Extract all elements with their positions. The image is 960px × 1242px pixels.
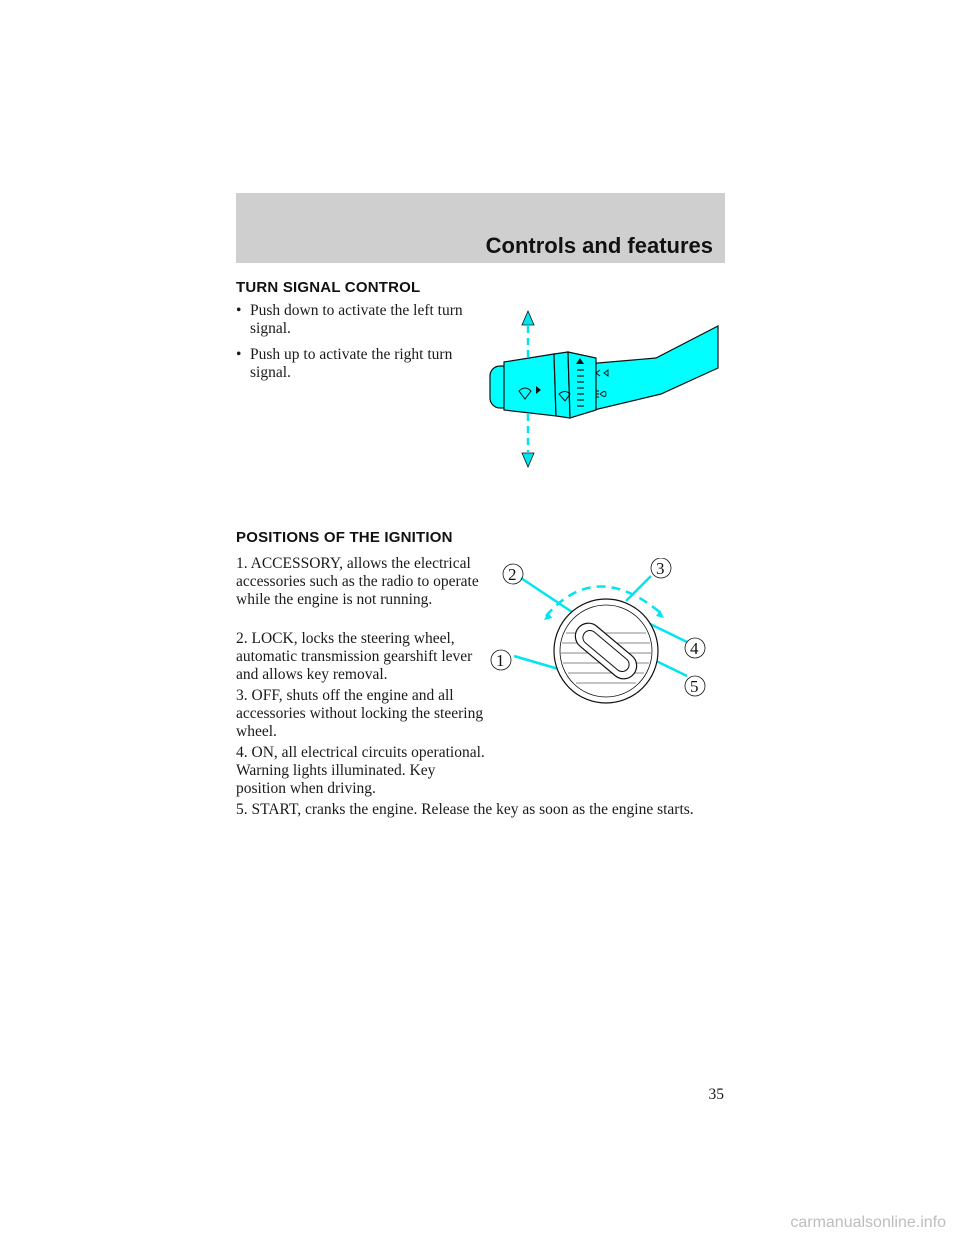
bullet-icon: •: [236, 346, 242, 363]
ignition-item-off: 3. OFF, shuts off the engine and all acc…: [236, 687, 484, 740]
header-band: Controls and features: [236, 193, 725, 263]
bullet-text: Push up to activate the right turn signa…: [250, 346, 453, 381]
turn-indicator-icon: [595, 369, 609, 377]
callout-4: 4: [690, 639, 699, 658]
turn-signal-list: • Push down to activate the left turn sig…: [236, 302, 486, 390]
callout-1: 1: [496, 651, 505, 670]
turn-signal-lever-figure: [489, 309, 719, 469]
chevron-right-icon: [536, 386, 541, 394]
arc-arrow-icon: [656, 610, 664, 618]
bullet-text: Push down to activate the left turn sign…: [250, 302, 463, 337]
lever-stalk: [585, 325, 719, 411]
leader-line-4: [645, 620, 688, 644]
page-number: 35: [708, 1086, 725, 1103]
ignition-item-on: 4. ON, all electrical circuits operation…: [236, 744, 485, 797]
arc-arrow-icon: [544, 612, 552, 620]
wiper-icon: [558, 391, 571, 402]
watermark[interactable]: carmanualsonline.info: [790, 1214, 946, 1231]
ignition-item-accessory: 1. ACCESSORY, allows the electrical acce…: [236, 555, 479, 608]
wiper-sleeve: [503, 353, 557, 417]
callout-5: 5: [690, 677, 699, 696]
arrow-up-icon: [521, 309, 535, 326]
callout-2: 2: [508, 565, 517, 584]
list-item: • Push down to activate the left turn sig…: [236, 302, 486, 338]
ignition-item-start: 5. START, cranks the engine. Release the…: [236, 801, 694, 818]
list-item: • Push up to activate the right turn sign…: [236, 346, 486, 382]
wiper-icon: [518, 387, 532, 400]
turn-signal-heading: TURN SIGNAL CONTROL: [236, 279, 421, 296]
triangle-up-icon: [576, 358, 584, 364]
headlight-icon: [596, 390, 607, 398]
ignition-item-lock: 2. LOCK, locks the steering wheel, autom…: [236, 630, 473, 683]
key-slot: [574, 622, 638, 680]
leader-line-1: [513, 654, 563, 672]
callout-3: 3: [656, 559, 665, 578]
leader-line-3: [625, 575, 652, 602]
leader-line-2: [520, 576, 573, 614]
position-arc: [545, 585, 663, 617]
bullet-icon: •: [236, 302, 242, 319]
arrow-down-icon: [521, 452, 535, 469]
section-title: Controls and features: [485, 233, 713, 258]
ignition-heading: POSITIONS OF THE IGNITION: [236, 529, 453, 546]
ignition-switch-figure: 2 3 4 1 5: [490, 558, 706, 704]
